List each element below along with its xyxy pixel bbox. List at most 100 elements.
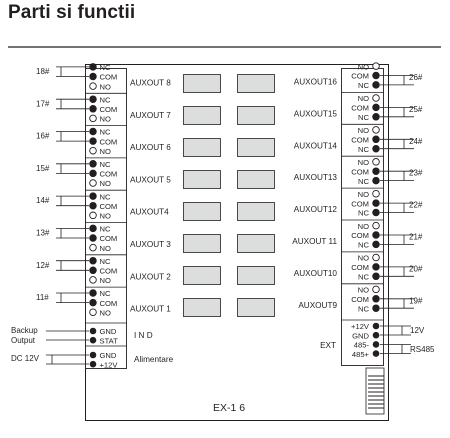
wire — [380, 325, 411, 336]
terminal-label: NO — [100, 276, 111, 285]
terminal-label: COM — [100, 267, 118, 276]
wire-bracket — [56, 260, 89, 271]
terminal-label: NC — [100, 192, 111, 201]
relay — [237, 202, 275, 221]
terminal-label: NO — [100, 212, 111, 221]
terminal-label: NC — [100, 289, 111, 298]
terminal-filled-dot — [372, 176, 380, 185]
terminal-label: COM — [100, 73, 118, 82]
terminal-label: COM — [351, 263, 369, 272]
terminal-label: COM — [351, 295, 369, 304]
terminal-open-dot — [89, 146, 97, 155]
wire-bracket — [56, 195, 89, 207]
terminal-label: GND — [352, 331, 369, 340]
bottom-connector — [365, 367, 385, 415]
terminal-label: 485+ — [352, 350, 370, 359]
connector-number: 20# — [409, 264, 423, 273]
terminal-open-dot — [372, 62, 380, 70]
terminal-filled-dot — [372, 240, 380, 249]
relay — [237, 298, 275, 317]
connector-number: 11# — [36, 293, 49, 302]
terminal-label: 485- — [354, 341, 370, 350]
terminal-label: GND — [100, 327, 117, 336]
connector-number: 19# — [409, 296, 423, 305]
terminal-filled-dot — [89, 127, 97, 136]
connector-number: 24# — [409, 137, 423, 146]
terminal-label: NO — [358, 94, 369, 103]
terminal-open-dot — [89, 114, 97, 123]
terminal-filled-dot — [372, 272, 380, 281]
terminal-filled-dot — [89, 327, 97, 335]
terminal-open-dot — [372, 94, 380, 102]
output-label: Output — [11, 336, 36, 345]
terminal-filled-dot — [89, 289, 97, 297]
terminal-filled-dot — [372, 144, 380, 153]
aux-label: AUXOUT 3 — [130, 240, 171, 249]
board-label: EX-1 6 — [213, 402, 245, 414]
terminal-label: NO — [358, 190, 369, 199]
wire-bracket — [56, 163, 89, 174]
terminal-filled-dot — [89, 137, 97, 145]
terminal-label: COM — [351, 199, 369, 208]
terminal-open-dot — [89, 243, 97, 252]
wire-bracket — [56, 98, 89, 110]
wire-bracket — [56, 66, 89, 77]
connector-number: 18# — [36, 67, 50, 76]
terminal-filled-dot — [89, 298, 97, 307]
terminal-label: NC — [100, 95, 111, 104]
wire-bracket — [56, 131, 89, 142]
alimentare-label: Alimentare — [134, 355, 174, 364]
terminal-filled-dot — [89, 72, 97, 81]
dc12v-label: DC 12V — [11, 354, 40, 363]
wire — [46, 330, 89, 341]
relay — [237, 266, 275, 285]
terminal-filled-dot — [372, 135, 380, 144]
terminal-filled-dot — [372, 231, 380, 239]
aux-label: AUXOUT 7 — [130, 111, 171, 120]
aux-label: AUXOUT15 — [294, 109, 338, 118]
terminal-label: NO — [358, 286, 369, 295]
terminal-label: NO — [100, 308, 111, 317]
terminal-filled-dot — [372, 322, 380, 330]
aux-label: AUXOUT12 — [294, 205, 338, 214]
terminal-filled-dot — [372, 350, 380, 357]
terminal-label: COM — [100, 234, 118, 243]
aux-label: AUXOUT 1 — [130, 305, 171, 314]
terminal-open-dot — [89, 82, 97, 90]
relay — [183, 298, 221, 317]
page-title: Parti si functii — [8, 2, 136, 23]
terminal-label: NC — [100, 225, 111, 234]
terminal-filled-dot — [89, 336, 97, 344]
terminal-label: COM — [100, 105, 118, 114]
wire-bracket — [380, 234, 414, 245]
terminal-filled-dot — [372, 263, 380, 271]
relay — [183, 74, 221, 93]
board-outline — [85, 64, 389, 421]
terminal-filled-dot — [89, 351, 97, 359]
terminal-open-dot — [89, 211, 97, 220]
relay — [183, 202, 221, 221]
terminal-open-dot — [372, 285, 380, 294]
aux-label: AUXOUT 6 — [130, 143, 171, 152]
relay — [183, 138, 221, 157]
relay — [237, 106, 275, 125]
rs485-label: RS485 — [410, 345, 435, 354]
aux-label: AUXOUT10 — [294, 269, 338, 278]
wire-bracket — [380, 266, 414, 277]
terminal-label: COM — [100, 202, 118, 211]
connector-number: 15# — [36, 164, 50, 173]
connector-number: 25# — [409, 105, 423, 114]
